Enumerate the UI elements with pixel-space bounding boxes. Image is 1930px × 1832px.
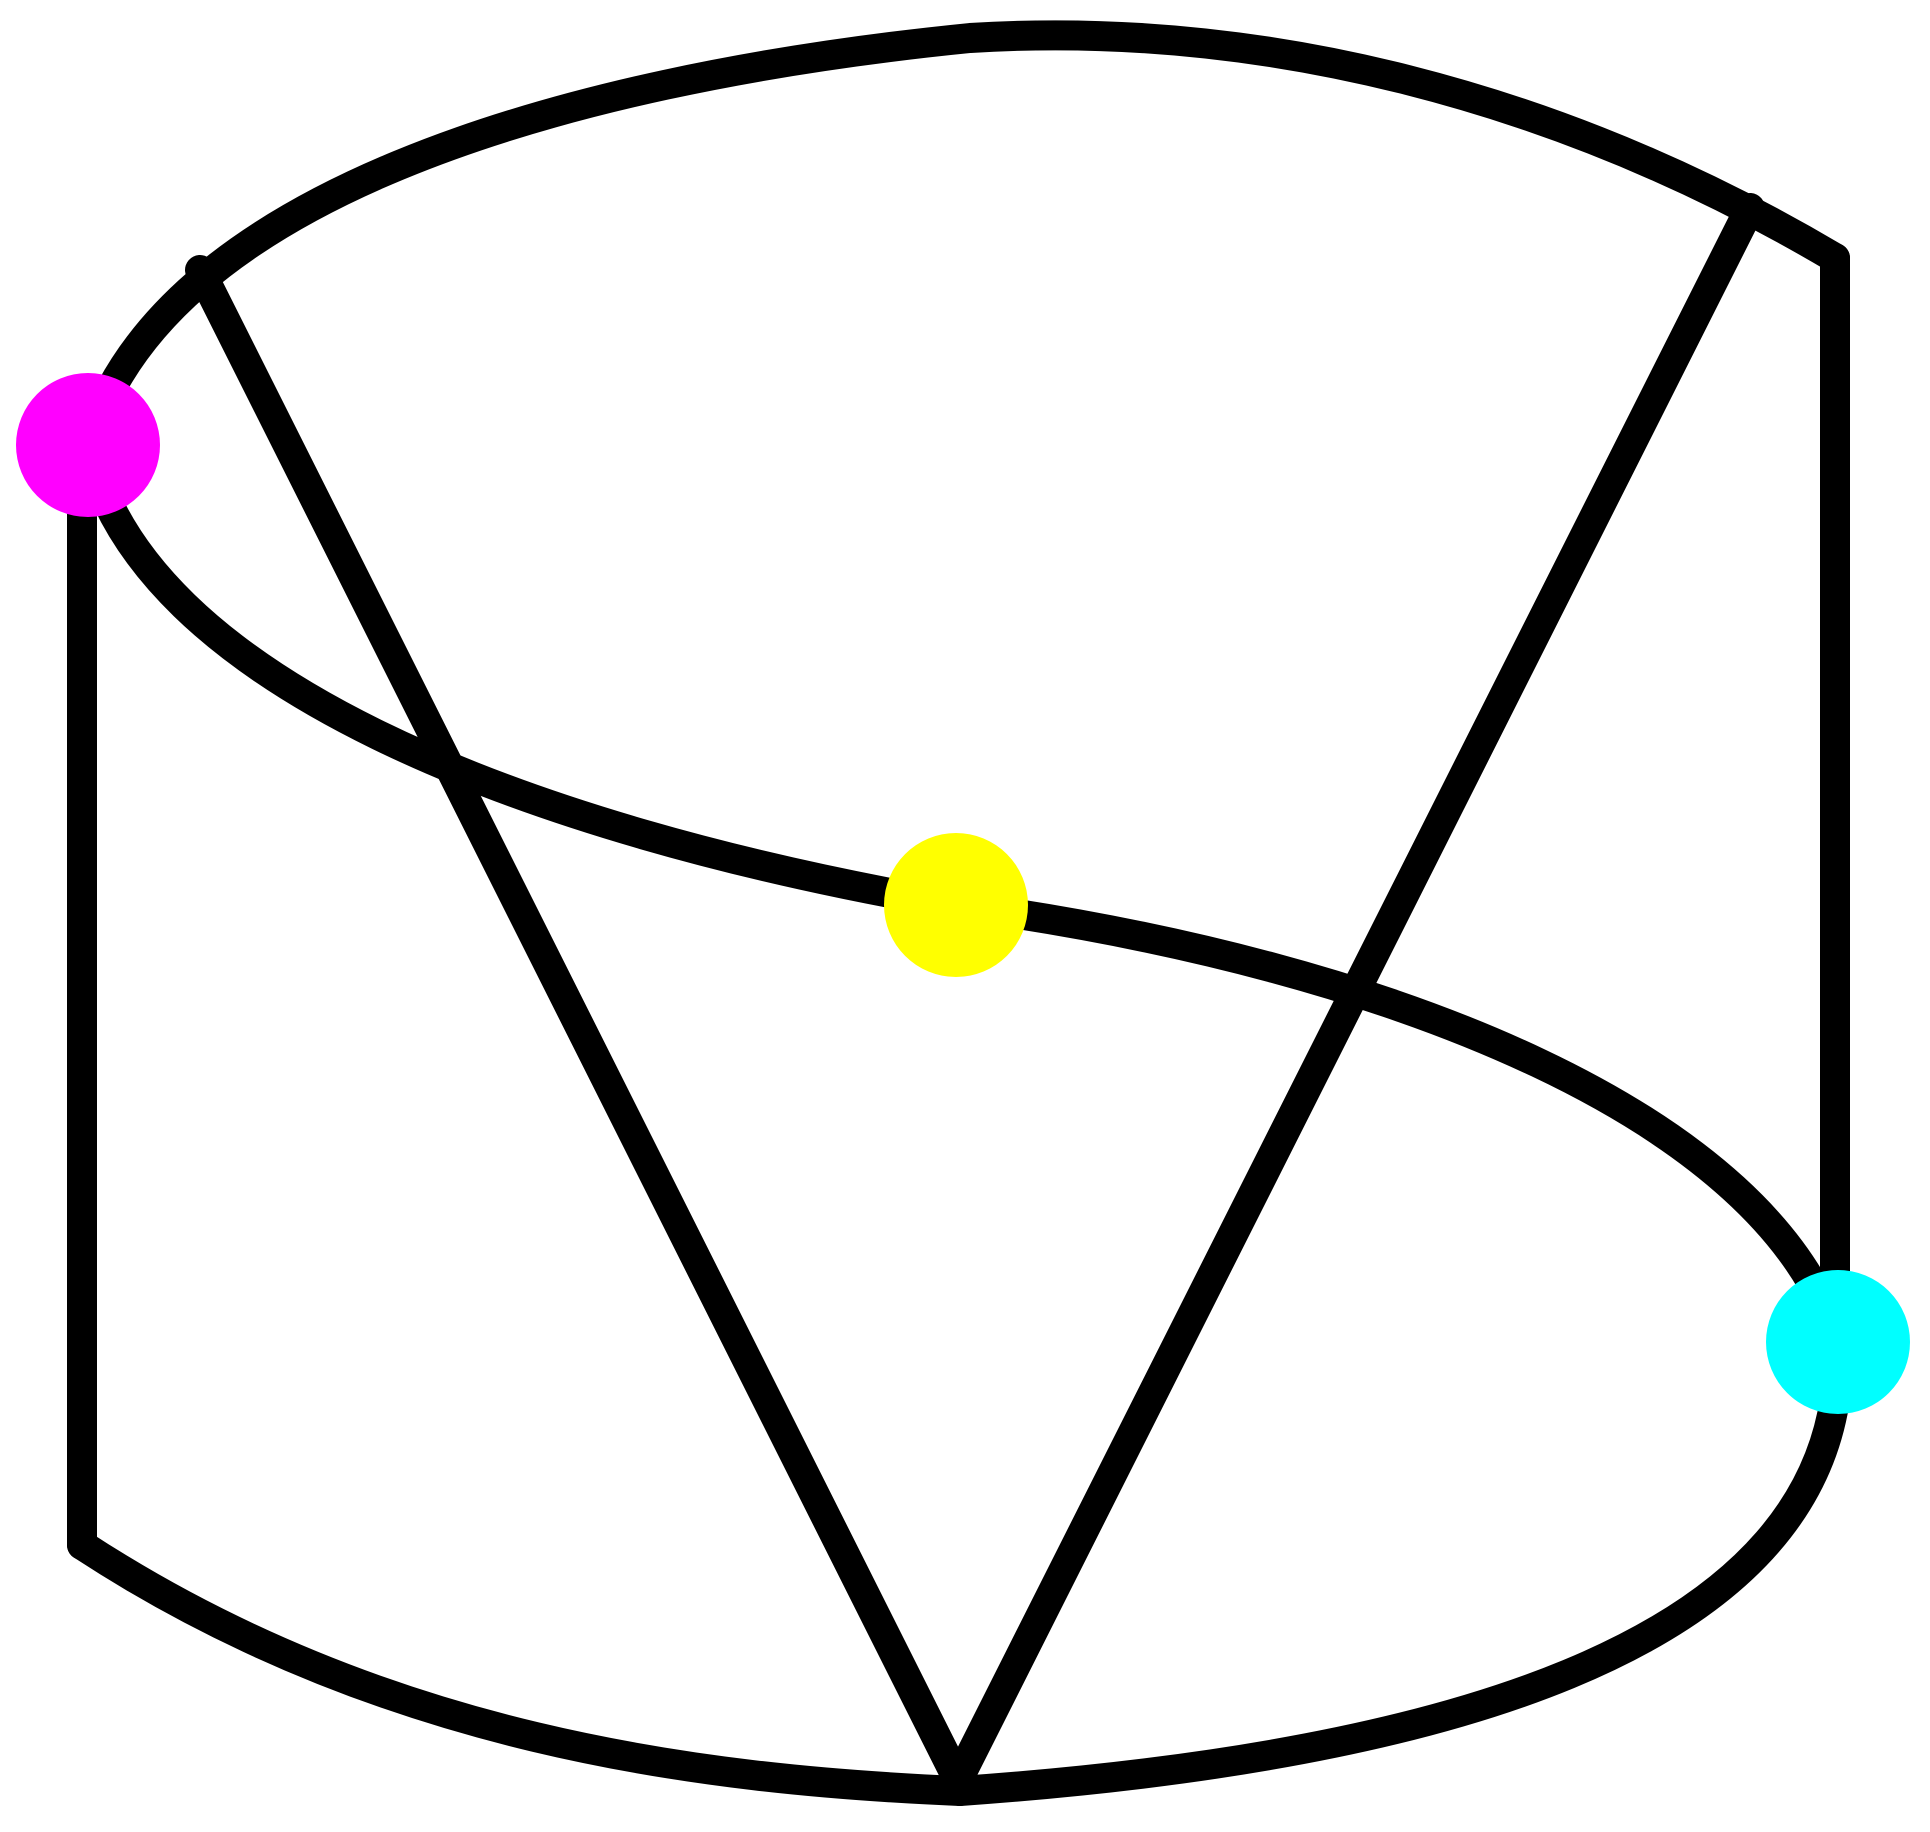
nodes: [16, 373, 1910, 1414]
node-yellow: [884, 833, 1028, 977]
edges: [67, 20, 1854, 1806]
node-magenta: [16, 373, 160, 517]
edge-bottom-left-arc: [67, 1530, 975, 1806]
edge-yellow-cyan: [941, 890, 1853, 1357]
edge-diagonal-right: [943, 193, 1765, 1795]
edge-magenta-yellow: [73, 430, 971, 920]
edge-diagonal-left: [185, 255, 973, 1795]
node-cyan: [1766, 1270, 1910, 1414]
edge-bottom-right-arc: [945, 1327, 1854, 1806]
edge-top-arc: [73, 20, 1850, 460]
